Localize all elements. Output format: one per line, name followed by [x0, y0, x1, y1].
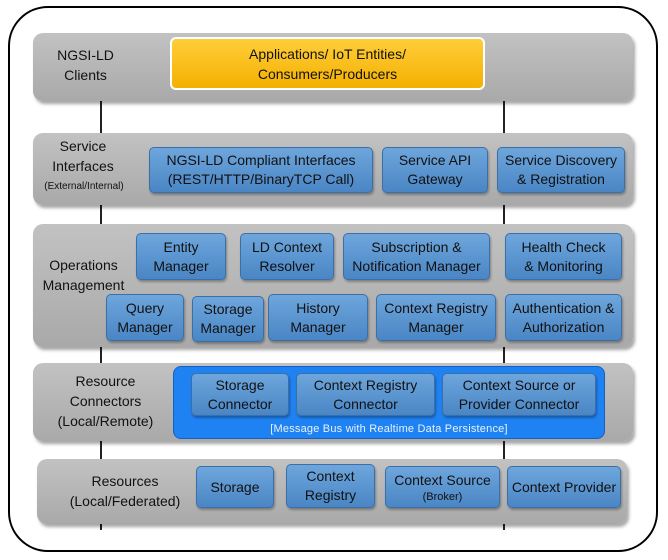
query-manager-box[interactable]: Query Manager: [106, 294, 184, 341]
clients-label: NGSI-LD Clients: [57, 47, 114, 83]
context-provider-box[interactable]: Context Provider: [507, 466, 621, 508]
message-bus-label: [Message Bus with Realtime Data Persiste…: [270, 423, 508, 435]
operations-label: Operations Management: [42, 257, 125, 293]
resources-label: Resources (Local/Federated): [69, 473, 181, 509]
authentication-box[interactable]: Authentication & Authorization: [505, 294, 622, 341]
storage-box[interactable]: Storage: [196, 466, 274, 508]
context-registry-manager-box[interactable]: Context Registry Manager: [376, 294, 496, 341]
service-interfaces-note: (External/Internal): [44, 181, 124, 192]
service-discovery-box[interactable]: Service Discovery & Registration: [497, 147, 625, 193]
context-source-label: Context Source: [394, 471, 491, 488]
connectors-label: Resource Connectors (Local/Remote): [57, 373, 154, 429]
storage-manager-box[interactable]: Storage Manager: [192, 296, 264, 342]
context-source-sub: (Broker): [422, 490, 463, 503]
service-api-gateway-box[interactable]: Service API Gateway: [382, 147, 488, 193]
service-interfaces-label: Service Interfaces: [52, 138, 114, 174]
subscription-notification-box[interactable]: Subscription & Notification Manager: [343, 233, 490, 280]
ld-context-resolver-box[interactable]: LD Context Resolver: [240, 233, 334, 280]
context-source-connector-box[interactable]: Context Source or Provider Connector: [442, 373, 596, 416]
context-registry-box[interactable]: Context Registry: [286, 464, 375, 508]
ngsi-ld-interfaces-box[interactable]: NGSI-LD Compliant Interfaces (REST/HTTP/…: [149, 147, 373, 193]
entity-manager-box[interactable]: Entity Manager: [136, 233, 226, 280]
applications-box[interactable]: Applications/ IoT Entities/ Consumers/Pr…: [170, 37, 485, 90]
history-manager-box[interactable]: History Manager: [268, 294, 368, 341]
context-source-box[interactable]: Context Source (Broker): [385, 466, 500, 508]
context-registry-connector-box[interactable]: Context Registry Connector: [296, 373, 435, 416]
health-check-box[interactable]: Health Check & Monitoring: [505, 233, 622, 280]
storage-connector-box[interactable]: Storage Connector: [191, 373, 289, 416]
